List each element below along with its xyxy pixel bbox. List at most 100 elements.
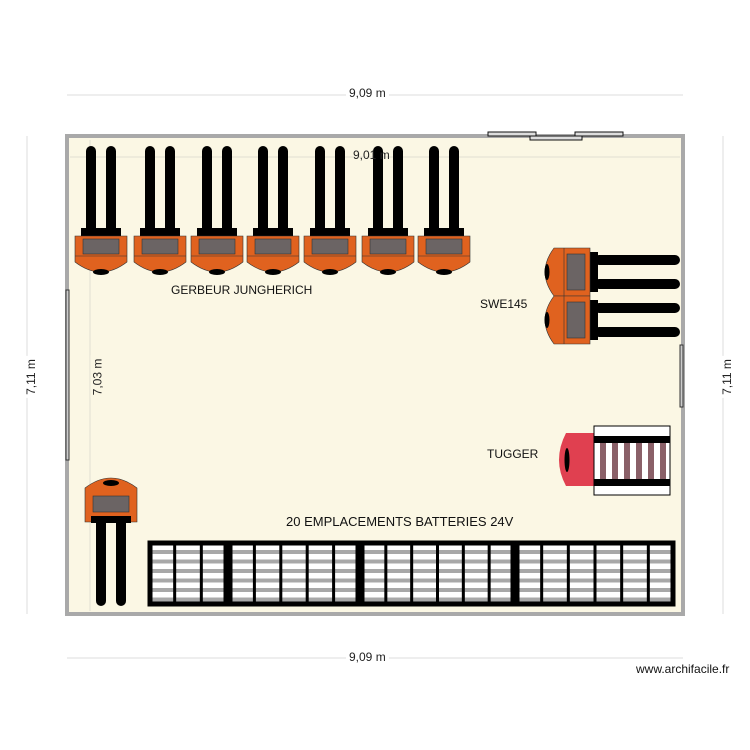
cart-slat bbox=[648, 443, 654, 479]
battery-slot-divider bbox=[646, 543, 650, 604]
wheel bbox=[564, 448, 570, 472]
battery-rack-group-4 bbox=[514, 540, 676, 607]
dimension-left-height: 7,11 m bbox=[23, 356, 38, 398]
stacker-screen bbox=[254, 238, 292, 255]
battery-slot-divider bbox=[410, 543, 414, 604]
swe145-2 bbox=[544, 295, 680, 345]
cart-slat bbox=[612, 443, 618, 479]
battery-slot-divider bbox=[173, 543, 177, 604]
cart-slat bbox=[636, 443, 642, 479]
battery-slot-divider bbox=[436, 543, 439, 604]
battery-slot-divider bbox=[252, 543, 256, 604]
fork bbox=[449, 146, 459, 234]
wheel bbox=[322, 269, 338, 275]
fork bbox=[145, 146, 155, 234]
swe145-1 bbox=[544, 247, 680, 297]
fork bbox=[165, 146, 175, 234]
label-batteries: 20 EMPLACEMENTS BATTERIES 24V bbox=[286, 514, 514, 529]
wheel bbox=[436, 269, 452, 275]
battery-stripe bbox=[228, 550, 360, 554]
battery-stripe bbox=[228, 588, 360, 592]
battery-slot-divider bbox=[593, 543, 597, 604]
pallet-truck bbox=[84, 477, 138, 606]
truck-screen bbox=[92, 495, 130, 513]
battery-stripe bbox=[148, 559, 228, 564]
battery-stripe bbox=[228, 597, 360, 602]
dimension-inner-width: 9,01 m bbox=[353, 148, 390, 162]
battery-slot-divider bbox=[332, 543, 336, 604]
battery-stripe bbox=[228, 559, 360, 564]
battery-rack-group-2 bbox=[227, 540, 361, 607]
battery-stripe bbox=[148, 578, 228, 583]
fork bbox=[429, 146, 439, 234]
fork-carriage bbox=[197, 228, 237, 236]
battery-slot-divider bbox=[620, 543, 624, 604]
fork-carriage bbox=[588, 252, 598, 292]
tugger-body bbox=[559, 433, 594, 486]
cart-slat bbox=[660, 443, 666, 479]
battery-slot-divider bbox=[487, 543, 491, 604]
wheel bbox=[103, 480, 119, 486]
swe-screen bbox=[566, 301, 586, 339]
stacker-7 bbox=[417, 146, 471, 275]
stacker-screen bbox=[82, 238, 120, 255]
battery-rack-group-1 bbox=[147, 540, 229, 607]
fork-carriage bbox=[140, 228, 180, 236]
fork bbox=[222, 146, 232, 234]
stacker-4 bbox=[246, 146, 300, 275]
wheel bbox=[544, 264, 550, 280]
fork bbox=[594, 255, 680, 265]
fork-carriage bbox=[310, 228, 350, 236]
fork bbox=[594, 303, 680, 313]
fork bbox=[86, 146, 96, 234]
fork-carriage bbox=[368, 228, 408, 236]
cart-rail bbox=[594, 479, 670, 486]
battery-stripe bbox=[228, 578, 360, 583]
label-stackers: GERBEUR JUNGHERICH bbox=[171, 283, 313, 297]
stacker-2 bbox=[133, 146, 187, 275]
battery-slot-divider bbox=[384, 543, 388, 604]
battery-stripe bbox=[148, 588, 228, 592]
door-left bbox=[65, 289, 70, 461]
swe-screen bbox=[566, 253, 586, 291]
stacker-6 bbox=[361, 146, 415, 275]
fork-carriage bbox=[253, 228, 293, 236]
label-tugger: TUGGER bbox=[487, 447, 539, 461]
fork bbox=[373, 146, 383, 234]
battery-stripe bbox=[148, 550, 228, 554]
stacker-screen bbox=[369, 238, 407, 255]
battery-slot-divider bbox=[279, 543, 283, 604]
fork-carriage bbox=[91, 516, 131, 523]
wheel bbox=[380, 269, 396, 275]
label-swe145: SWE145 bbox=[480, 297, 528, 311]
watermark: www.archifacile.fr bbox=[636, 662, 730, 676]
dimension-bottom-width: 9,09 m bbox=[346, 650, 389, 664]
battery-slot-divider bbox=[199, 543, 203, 604]
fork bbox=[116, 518, 126, 606]
window-pane bbox=[574, 131, 624, 137]
window-pane bbox=[529, 135, 583, 141]
fork bbox=[315, 146, 325, 234]
tugger bbox=[559, 425, 671, 496]
dimension-right-height: 7,11 m bbox=[719, 356, 734, 398]
battery-slot-divider bbox=[305, 543, 309, 604]
fork-carriage bbox=[81, 228, 121, 236]
cart-slat bbox=[600, 443, 606, 479]
stacker-5 bbox=[303, 146, 357, 275]
fork bbox=[258, 146, 268, 234]
wheel bbox=[544, 312, 550, 328]
stacker-screen bbox=[311, 238, 349, 255]
dimension-inner-height: 7,03 m bbox=[90, 355, 105, 399]
wheel bbox=[93, 269, 109, 275]
battery-stripe bbox=[228, 569, 360, 573]
battery-stripe bbox=[148, 569, 228, 573]
cart-slat bbox=[624, 443, 630, 479]
battery-slot-divider bbox=[461, 543, 465, 604]
fork-carriage bbox=[424, 228, 464, 236]
cart-rail bbox=[594, 436, 670, 443]
fork bbox=[106, 146, 116, 234]
wheel bbox=[209, 269, 225, 275]
wheel bbox=[152, 269, 168, 275]
